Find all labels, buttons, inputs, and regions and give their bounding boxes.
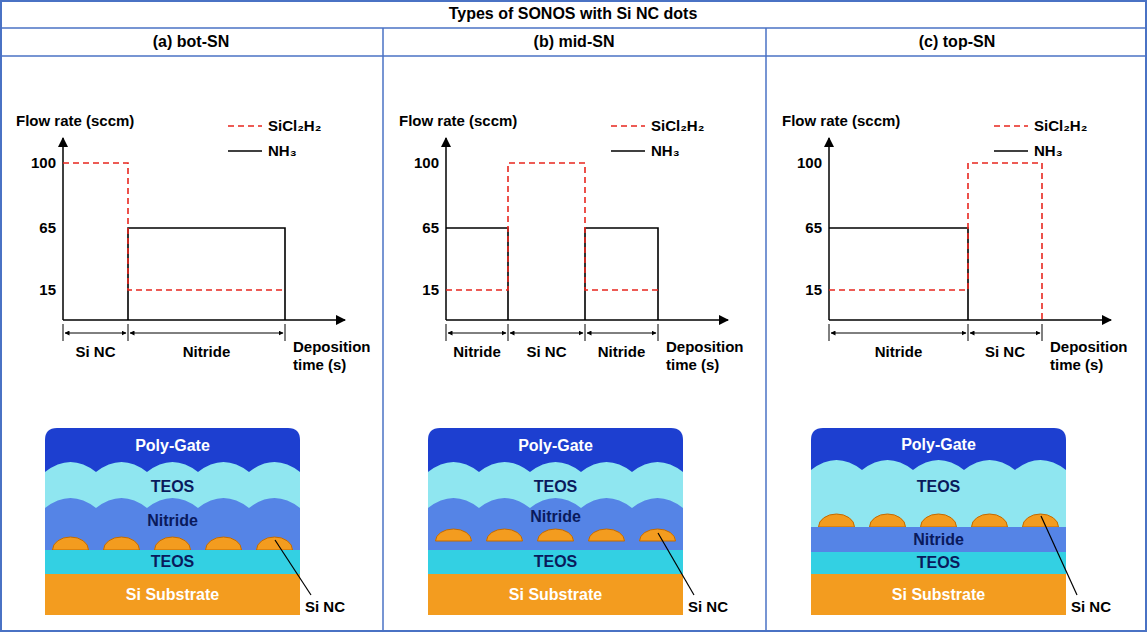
si-nc-dot (206, 537, 242, 550)
layer-label: TEOS (428, 553, 683, 571)
segment-label: Nitride (875, 343, 923, 361)
diagram-title: Types of SONOS with Si NC dots (449, 5, 698, 23)
layer-label: Si Substrate (428, 586, 683, 604)
si-nc-dot (589, 529, 625, 541)
si-nc-dot (487, 529, 523, 541)
layer-label: Poly-Gate (45, 437, 300, 455)
layer-label: Si Substrate (45, 586, 300, 604)
teos-layer: TEOS (811, 460, 1066, 527)
si-nc-dot (819, 514, 855, 527)
teos-layer: TEOS (45, 550, 300, 574)
si-nc-dot (870, 514, 906, 527)
substrate-layer: Si Substrate (428, 574, 683, 615)
flow-chart (829, 126, 1111, 341)
legend-text: SiCl₂H₂ (268, 117, 321, 135)
tick-label: 15 (422, 281, 439, 299)
si-nc-dot (640, 529, 676, 541)
si-nc-dot (155, 537, 191, 550)
callout-label: Si NC (1071, 598, 1111, 616)
layer-label: TEOS (811, 554, 1066, 572)
si-nc-dot (538, 529, 574, 541)
tick-label: 100 (31, 154, 56, 172)
legend-text: SiCl₂H₂ (651, 117, 704, 135)
flow-chart (63, 126, 345, 341)
table-rule (382, 28, 384, 632)
table-rule (765, 28, 767, 632)
table-rule (0, 55, 1147, 57)
si-nc-dot (436, 529, 472, 541)
tick-label: 15 (805, 281, 822, 299)
layer-label: Nitride (811, 531, 1066, 549)
layer-label: TEOS (428, 478, 683, 496)
legend-text: NH₃ (1034, 142, 1063, 160)
nitride-layer: Nitride (45, 498, 300, 550)
legend-text: NH₃ (268, 142, 297, 160)
substrate-layer: Si Substrate (811, 574, 1066, 615)
substrate-layer: Si Substrate (45, 574, 300, 615)
si-nc-dot (104, 537, 140, 550)
callout-label: Si NC (305, 598, 345, 616)
tick-label: 100 (797, 154, 822, 172)
tick-label: 65 (422, 219, 439, 237)
legend-text: NH₃ (651, 142, 680, 160)
tick-label: 65 (805, 219, 822, 237)
column-header: (b) mid-SN (534, 33, 615, 51)
axis-title: Flow rate (sccm) (782, 112, 900, 130)
layer-label: TEOS (45, 553, 300, 571)
segment-label: Si NC (526, 343, 566, 361)
table-rule (0, 27, 1147, 29)
segment-label: Si NC (75, 343, 115, 361)
axis-title: Deposition time (s) (1050, 338, 1134, 374)
si-nc-dot (257, 537, 293, 550)
nitride-layer: Nitride (811, 527, 1066, 552)
layer-label: Si Substrate (811, 586, 1066, 604)
nitride-layer: Nitride (428, 498, 683, 550)
teos-layer: TEOS (428, 550, 683, 574)
layer-label: Poly-Gate (811, 436, 1066, 454)
layer-label: Poly-Gate (428, 437, 683, 455)
segment-label: Nitride (183, 343, 231, 361)
layer-label: TEOS (811, 478, 1066, 496)
si-nc-dot (53, 537, 89, 550)
layer-label: Nitride (45, 512, 300, 530)
tick-label: 15 (39, 281, 56, 299)
segment-label: Nitride (453, 343, 501, 361)
tick-label: 65 (39, 219, 56, 237)
si-nc-dot (972, 514, 1008, 527)
flow-chart (446, 126, 728, 341)
column-header: (a) bot-SN (153, 33, 229, 51)
axis-title: Flow rate (sccm) (16, 112, 134, 130)
tick-label: 100 (414, 154, 439, 172)
callout-label: Si NC (688, 598, 728, 616)
axis-title: Flow rate (sccm) (399, 112, 517, 130)
si-nc-dot (1023, 514, 1059, 527)
legend-text: SiCl₂H₂ (1034, 117, 1087, 135)
segment-label: Si NC (985, 343, 1025, 361)
si-nc-dot (921, 514, 957, 527)
teos-layer: TEOS (811, 552, 1066, 574)
layer-label: TEOS (45, 478, 300, 496)
axis-title: Deposition time (s) (666, 338, 750, 374)
column-header: (c) top-SN (919, 33, 995, 51)
segment-label: Nitride (598, 343, 646, 361)
axis-title: Deposition time (s) (293, 338, 377, 374)
layer-label: Nitride (428, 508, 683, 526)
